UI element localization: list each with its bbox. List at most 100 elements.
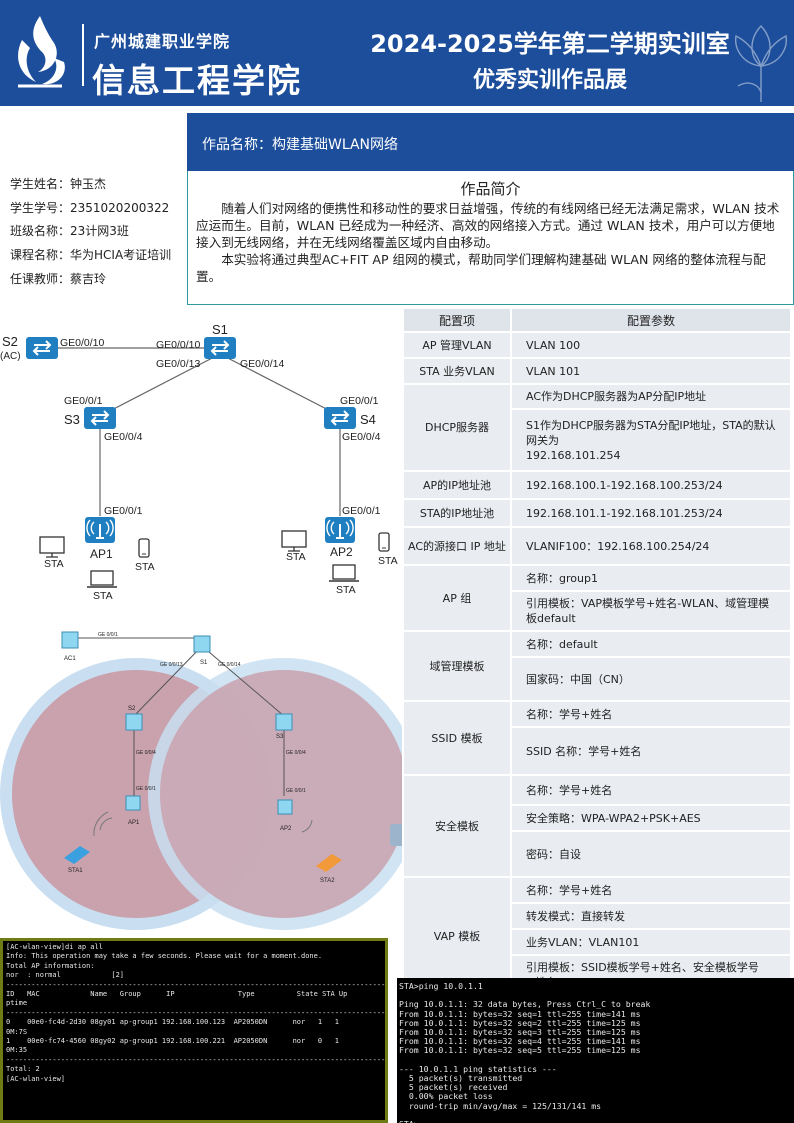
s4-label: S4 [360, 412, 376, 427]
s4-down-port-label: GE0/0/4 [342, 431, 381, 443]
course-name: 课程名称：华为HCIA考证培训 [10, 248, 172, 262]
ap-status-terminal: [AC-wlan-view]di ap all Info: This opera… [0, 938, 388, 1123]
project-title-bar [187, 113, 794, 171]
s3-down-port-label: GE0/0/4 [104, 431, 143, 443]
s2-label: S2 [2, 334, 18, 349]
sim-s1-label: S1 [200, 660, 208, 666]
table-row: 安全策略：WPA-WPA2+PSK+AES [403, 804, 792, 832]
table-row: DHCP服务器 AC作为DHCP服务器为AP分配IP地址 [402, 383, 792, 472]
table-row: VAP 模板 名称：学号+姓名 [402, 876, 792, 996]
sim-s2-label: S2 [128, 706, 136, 712]
logo-divider [82, 24, 84, 86]
sim-port-label: GE 0/0/13 [160, 662, 183, 668]
switch-icon [323, 406, 357, 430]
sim-port-label: GE 0/0/1 [136, 786, 156, 792]
sta-label: STA [93, 590, 113, 602]
s4-up-port-label: GE0/0/1 [340, 395, 379, 407]
simulation-screenshot: AC1 S1 S2 S3 AP1 AP2 STA1 STA2 GE 0/0/1 … [0, 608, 410, 932]
phone-icon [378, 532, 390, 552]
ap-antenna-icon [324, 516, 356, 544]
table-row: 安全模板 名称：学号+姓名 [402, 774, 792, 878]
header-banner [0, 0, 794, 106]
sim-port-label: GE 0/0/14 [218, 662, 241, 668]
sim-sta2-label: STA2 [320, 878, 335, 884]
switch-icon [25, 336, 59, 360]
ap2-port-label: GE0/0/1 [342, 505, 381, 517]
switch-icon [203, 336, 237, 360]
table-row: 密码：自设 [403, 830, 792, 878]
s1-port-left-label: GE0/0/10 [156, 339, 201, 351]
laptop-icon [86, 570, 118, 588]
school-name: 广州城建职业学院 [94, 32, 231, 51]
row-value: AC作为DHCP服务器为AP分配IP地址 [510, 383, 792, 410]
s1-port-13-label: GE0/0/13 [156, 358, 201, 370]
sta-label: STA [44, 558, 64, 570]
table-row: 转发模式：直接转发 [403, 902, 792, 930]
ping-terminal: STA>ping 10.0.1.1 Ping 10.0.1.1: 32 data… [397, 978, 794, 1123]
sim-ac1-label: AC1 [64, 656, 76, 662]
laptop-icon [328, 564, 360, 582]
sim-port-label: GE 0/0/4 [136, 750, 156, 756]
sta-label: STA [135, 561, 155, 573]
row-value: 转发模式：直接转发 [510, 902, 792, 930]
row-value: 名称：default [510, 630, 792, 658]
row-value: 密码：自设 [510, 830, 792, 878]
header-key: 配置项 [402, 307, 512, 333]
ac-label: (AC) [0, 351, 21, 362]
phone-icon [138, 538, 150, 558]
row-value: 名称：学号+姓名 [510, 700, 792, 728]
table-row: 业务VLAN：VLAN101 [403, 928, 792, 956]
row-key: STA的IP地址池 [402, 498, 512, 528]
sta-label: STA [286, 551, 306, 563]
row-value: 业务VLAN：VLAN101 [510, 928, 792, 956]
s1-label: S1 [212, 322, 228, 337]
row-value: 安全策略：WPA-WPA2+PSK+AES [510, 804, 792, 832]
dhcp-gateway-ip: 192.168.101.254 [526, 448, 621, 462]
table-header-row: 配置项 配置参数 [402, 307, 792, 333]
row-value: 名称：学号+姓名 [510, 774, 792, 806]
row-key: AP的IP地址池 [402, 470, 512, 500]
row-value: 名称：group1 [510, 564, 792, 592]
table-row: STA 业务VLAN VLAN 101 [402, 357, 792, 385]
table-row: AP 管理VLAN VLAN 100 [402, 331, 792, 359]
row-value: 名称：学号+姓名 [510, 876, 792, 904]
table-row: 国家码：中国（CN） [403, 656, 792, 702]
class-name: 班级名称：23计网3班 [10, 224, 129, 238]
row-key: STA 业务VLAN [402, 357, 512, 385]
row-key: 安全模板 [402, 774, 512, 878]
row-key: DHCP服务器 [402, 383, 512, 472]
table-row: 引用模板：VAP模板学号+姓名-WLAN、域管理模板default [403, 590, 792, 632]
sim-sta1-label: STA1 [68, 868, 83, 874]
row-value: VLAN 100 [510, 331, 792, 359]
ap1-label: AP1 [90, 547, 113, 561]
dhcp-gateway-text: S1作为DHCP服务器为STA分配IP地址，STA的默认网关为 [526, 418, 776, 447]
ap1-port-label: GE0/0/1 [104, 505, 143, 517]
table-row: STA的IP地址池 192.168.101.1-192.168.101.253/… [402, 498, 792, 528]
row-key: AC的源接口 IP 地址 [402, 526, 512, 566]
s3-label: S3 [64, 412, 80, 427]
table-row: SSID 名称：学号+姓名 [403, 726, 792, 776]
project-title: 作品名称：构建基础WLAN网络 [202, 137, 399, 153]
config-table: 配置项 配置参数 AP 管理VLAN VLAN 100 STA 业务VLAN V… [402, 307, 792, 996]
table-row: AP 组 名称：group1 [402, 564, 792, 632]
exhibition-subtitle: 优秀实训作品展 [472, 68, 627, 93]
s2-port-label: GE0/0/10 [60, 337, 105, 349]
row-key: VAP 模板 [402, 876, 512, 996]
sta-label: STA [378, 555, 398, 567]
teacher-name: 任课教师：蔡吉玲 [10, 272, 107, 286]
row-key: 域管理模板 [402, 630, 512, 702]
row-value: VLAN 101 [510, 357, 792, 385]
sim-ap1-label: AP1 [128, 820, 140, 826]
intro-paragraph-1: 随着人们对网络的便携性和移动性的要求日益增强，传统的有线网络已经无法满足需求，W… [196, 201, 780, 250]
table-row: SSID 模板 名称：学号+姓名 [402, 700, 792, 776]
switch-icon [83, 406, 117, 430]
row-value: SSID 名称：学号+姓名 [510, 726, 792, 776]
s3-up-port-label: GE0/0/1 [64, 395, 103, 407]
college-name: 信息工程学院 [92, 61, 302, 100]
row-value: 国家码：中国（CN） [510, 656, 792, 702]
sim-port-label: GE 0/0/1 [286, 788, 306, 794]
row-key: AP 管理VLAN [402, 331, 512, 359]
row-key: SSID 模板 [402, 700, 512, 776]
